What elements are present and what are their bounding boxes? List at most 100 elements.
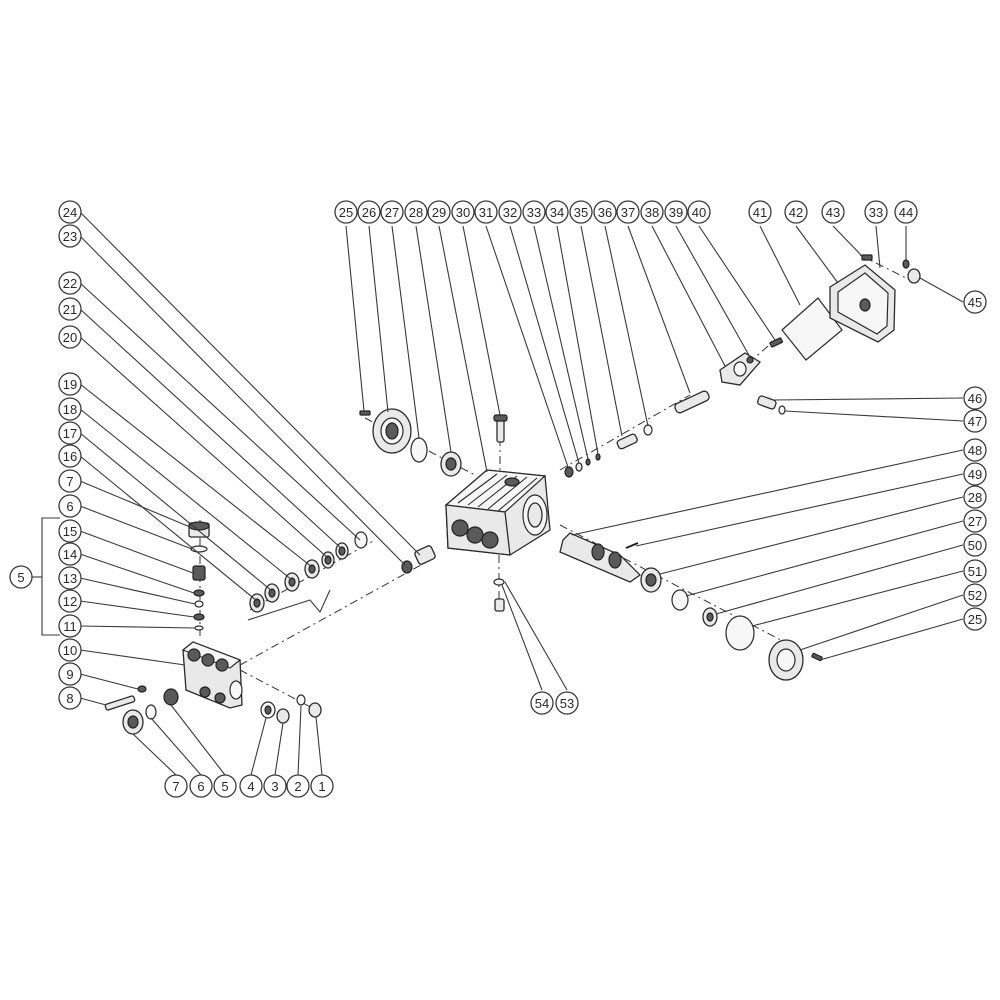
callout-circle xyxy=(522,200,546,224)
callout-number: 2 xyxy=(294,779,301,794)
callout-34: 34 xyxy=(545,200,569,224)
callout-circle xyxy=(963,485,987,509)
callout-4: 4 xyxy=(239,774,263,798)
callout-32: 32 xyxy=(498,200,522,224)
callout-52: 52 xyxy=(963,583,987,607)
callout-circle xyxy=(213,774,237,798)
callout-number: 3 xyxy=(271,779,278,794)
callout-number: 33 xyxy=(527,205,541,220)
callout-circle xyxy=(963,509,987,533)
callout-number: 51 xyxy=(968,564,982,579)
callout-number: 42 xyxy=(789,205,803,220)
manifold xyxy=(181,641,243,709)
callout-6: 6 xyxy=(58,494,82,518)
callout-43: 43 xyxy=(821,200,845,224)
callout-number: 1 xyxy=(318,779,325,794)
callout-circle xyxy=(380,200,404,224)
callout-circle xyxy=(530,691,554,715)
callout-26: 26 xyxy=(357,200,381,224)
callout-circle xyxy=(963,386,987,410)
crankcase-cover xyxy=(781,254,921,361)
callout-number: 19 xyxy=(63,377,77,392)
group-bracket xyxy=(30,517,60,636)
callout-11: 11 xyxy=(58,614,82,638)
callout-number: 28 xyxy=(409,205,423,220)
callout-circle xyxy=(640,200,664,224)
callout-number: 13 xyxy=(63,571,77,586)
callout-number: 21 xyxy=(63,302,77,317)
callout-40: 40 xyxy=(687,200,711,224)
callout-circle xyxy=(748,200,772,224)
callout-10: 10 xyxy=(58,638,82,662)
callout-45: 45 xyxy=(963,290,987,314)
callout-circle xyxy=(239,774,263,798)
callout-9: 9 xyxy=(58,662,82,686)
callout-circle xyxy=(357,200,381,224)
callout-number: 36 xyxy=(598,205,612,220)
callout-circle xyxy=(784,200,808,224)
callout-25: 25 xyxy=(963,607,987,631)
callout-25: 25 xyxy=(334,200,358,224)
callout-27: 27 xyxy=(963,509,987,533)
callout-circle xyxy=(58,372,82,396)
callout-number: 33 xyxy=(869,205,883,220)
callout-50: 50 xyxy=(963,533,987,557)
callout-number: 6 xyxy=(66,499,73,514)
callout-2: 2 xyxy=(286,774,310,798)
callout-circle xyxy=(334,200,358,224)
plunger-parts xyxy=(401,545,436,574)
manifold-fittings xyxy=(104,685,322,735)
callout-circle xyxy=(58,200,82,224)
callout-7: 7 xyxy=(58,469,82,493)
callout-number: 14 xyxy=(63,547,77,562)
callout-41: 41 xyxy=(748,200,772,224)
callout-number: 15 xyxy=(63,524,77,539)
callout-48: 48 xyxy=(963,438,987,462)
callout-number: 53 xyxy=(560,696,574,711)
callout-3: 3 xyxy=(263,774,287,798)
callout-circle xyxy=(58,662,82,686)
callout-number: 52 xyxy=(968,588,982,603)
callout-20: 20 xyxy=(58,325,82,349)
callout-8: 8 xyxy=(58,686,82,710)
callout-circle xyxy=(189,774,213,798)
callout-23: 23 xyxy=(58,224,82,248)
callout-number: 25 xyxy=(339,205,353,220)
callout-circle xyxy=(821,200,845,224)
callout-number: 44 xyxy=(899,205,913,220)
callout-number: 38 xyxy=(645,205,659,220)
callout-circle xyxy=(58,271,82,295)
callout-number: 5 xyxy=(17,570,24,585)
seal-set xyxy=(247,531,368,621)
callout-number: 43 xyxy=(826,205,840,220)
callout-circle xyxy=(263,774,287,798)
callout-number: 7 xyxy=(172,779,179,794)
callout-circle xyxy=(9,565,33,589)
callout-number: 28 xyxy=(968,490,982,505)
callout-33: 33 xyxy=(864,200,888,224)
callout-17: 17 xyxy=(58,421,82,445)
callout-circle xyxy=(58,542,82,566)
callout-39: 39 xyxy=(664,200,688,224)
callout-18: 18 xyxy=(58,397,82,421)
callout-12: 12 xyxy=(58,589,82,613)
callout-number: 12 xyxy=(63,594,77,609)
callout-circle xyxy=(963,290,987,314)
callout-15: 15 xyxy=(58,519,82,543)
callout-number: 31 xyxy=(479,205,493,220)
callout-circle xyxy=(894,200,918,224)
callout-circle xyxy=(963,559,987,583)
callout-51: 51 xyxy=(963,559,987,583)
callout-28: 28 xyxy=(404,200,428,224)
callout-35: 35 xyxy=(569,200,593,224)
connecting-rod xyxy=(719,337,786,415)
callout-number: 23 xyxy=(63,229,77,244)
callout-circle xyxy=(58,686,82,710)
callout-16: 16 xyxy=(58,444,82,468)
callout-circle xyxy=(404,200,428,224)
callout-circle xyxy=(58,397,82,421)
callout-number: 37 xyxy=(621,205,635,220)
callout-number: 48 xyxy=(968,443,982,458)
callout-circle xyxy=(58,325,82,349)
